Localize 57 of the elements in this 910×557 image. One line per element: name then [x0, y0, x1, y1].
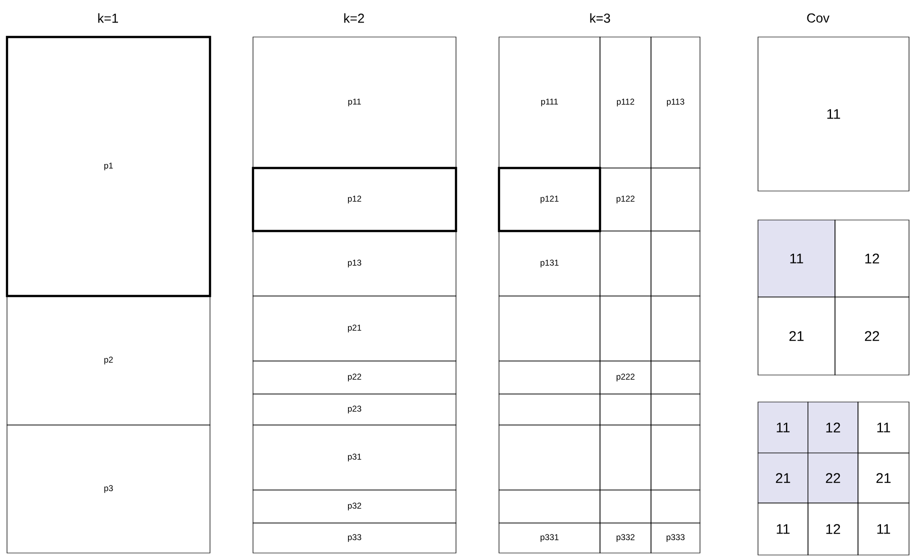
grid-cell: [600, 424, 652, 490]
grid-cell: p11: [252, 36, 456, 168]
grid-cell: 11: [758, 36, 910, 192]
shaded-cell: 11: [758, 220, 836, 298]
shaded-cell: 12: [808, 402, 858, 454]
grid-cell: 12: [834, 220, 910, 298]
grid-cell: p122: [600, 168, 652, 232]
grid-cell: 11: [858, 402, 910, 454]
grid-cell: p22: [252, 360, 456, 394]
highlighted-cell: p12: [252, 166, 458, 232]
grid-cell: [600, 230, 652, 296]
shaded-cell: 22: [808, 452, 858, 504]
grid-cell: p113: [650, 36, 700, 168]
grid-cell: 21: [758, 296, 836, 376]
grid-cell: [600, 490, 652, 524]
grid-cell: [498, 394, 600, 426]
grid-cell: p13: [252, 230, 456, 296]
grid-cell: p31: [252, 424, 456, 490]
grid-cell: [650, 360, 700, 394]
grid-cell: [498, 490, 600, 524]
grid-cell: [600, 394, 652, 426]
column-title: k=3: [590, 13, 610, 23]
grid-cell: 11: [758, 502, 808, 556]
grid-cell: p222: [600, 360, 652, 394]
grid-cell: [498, 296, 600, 362]
grid-cell: [650, 296, 700, 362]
grid-cell: p2: [6, 296, 210, 426]
grid-cell: [498, 360, 600, 394]
grid-cell: 12: [808, 502, 858, 556]
grid-cell: [650, 490, 700, 524]
highlighted-cell: p121: [498, 166, 602, 232]
grid-cell: p3: [6, 424, 210, 554]
highlighted-cell: p1: [6, 36, 212, 298]
grid-cell: p23: [252, 394, 456, 426]
shaded-cell: 21: [758, 452, 808, 504]
column-title: k=2: [344, 13, 364, 23]
grid-cell: 21: [858, 452, 910, 504]
grid-cell: p333: [650, 522, 700, 554]
grid-cell: p21: [252, 296, 456, 362]
grid-cell: 22: [834, 296, 910, 376]
grid-cell: [650, 394, 700, 426]
grid-cell: [498, 424, 600, 490]
grid-cell: [600, 296, 652, 362]
grid-cell: p331: [498, 522, 600, 554]
grid-cell: p332: [600, 522, 652, 554]
grid-cell: p131: [498, 230, 600, 296]
grid-cell: [650, 230, 700, 296]
shaded-cell: 11: [758, 402, 808, 454]
grid-cell: p112: [600, 36, 652, 168]
grid-cell: p32: [252, 490, 456, 524]
grid-cell: [650, 424, 700, 490]
grid-cell: p33: [252, 522, 456, 554]
column-title: Cov: [807, 13, 830, 23]
column-title: k=1: [98, 13, 118, 23]
grid-cell: [650, 168, 700, 232]
grid-cell: p111: [498, 36, 600, 168]
grid-cell: 11: [858, 502, 910, 556]
